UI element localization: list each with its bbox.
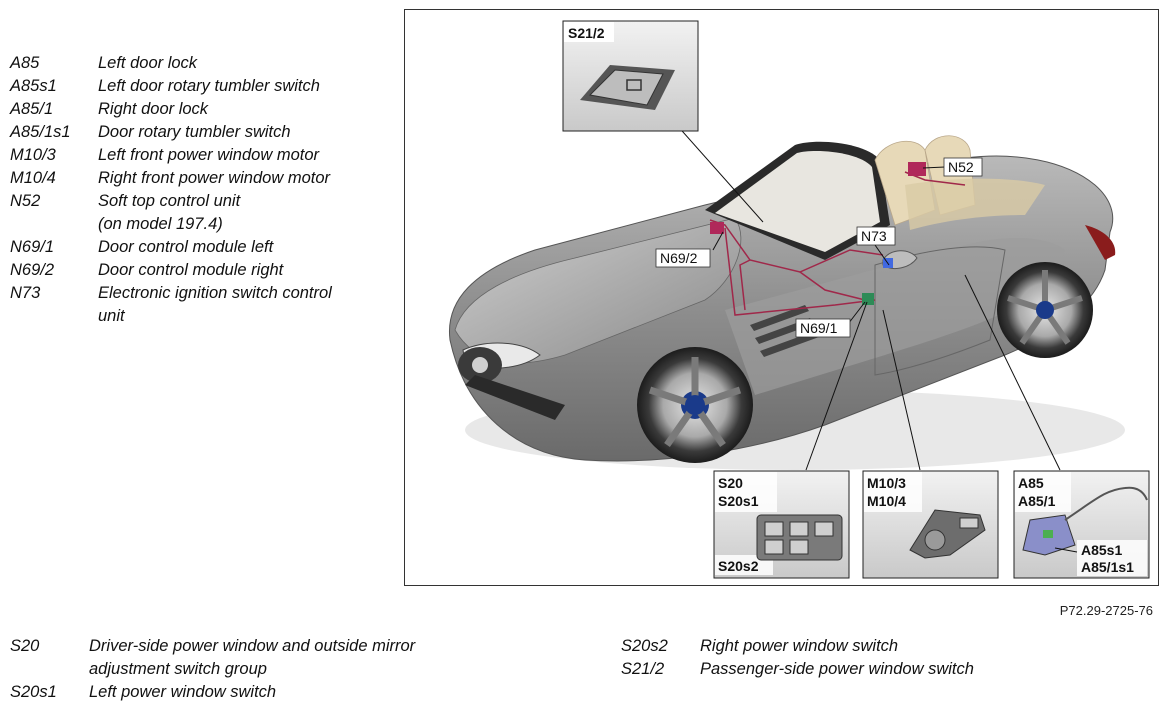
legend-code: A85/1 [10,99,54,118]
inset-label: S20s1 [718,493,759,509]
n52-module [908,162,926,176]
door-lock-icon [1022,486,1148,556]
legend-row: A85s1 Left door rotary tumbler switch [10,74,390,97]
legend-code: N69/1 [10,237,55,256]
inset-m10: M10/3 M10/4 [862,470,999,579]
legend-desc: Right door lock [98,99,209,118]
legend-desc: Door rotary tumbler switch [98,122,291,141]
legend-desc: Passenger-side power window switch [700,660,974,678]
legend-code: N69/2 [10,260,55,279]
legend-code: N73 [10,283,41,302]
window-switch-icon [580,65,675,110]
legend-code: S21/2 [621,660,665,678]
legend-desc: Right front power window motor [98,168,331,187]
callout-n73: N73 [856,226,896,246]
legend-row: A85 Left door lock [10,51,390,74]
legend-bottom-left: S20 Driver-side power window and outside … [10,635,570,704]
callout-n69-1: N69/1 [795,318,851,338]
inset-label: M10/3 [867,475,906,491]
legend-desc: Door control module left [98,237,274,256]
legend-row: S20s1 Left power window switch [10,681,570,704]
legend-code: A85s1 [10,76,57,95]
legend-row: N52 Soft top control unit (on model 197.4) [10,189,390,235]
callout-n52: N52 [943,157,983,177]
inset-label: S21/2 [568,25,605,41]
legend-code: A85/1s1 [10,122,71,141]
inset-label: A85s1 [1081,542,1122,558]
inset-s21-2: S21/2 [562,20,699,132]
callout-label: N73 [861,228,887,244]
legend-top: A85 Left door lock A85s1 Left door rotary … [10,51,390,327]
inset-label: M10/4 [867,493,906,509]
legend-desc-continued: (on model 197.4) [98,214,223,233]
inset-label: S20 [718,475,743,491]
legend-row: M10/4 Right front power window motor [10,166,390,189]
legend-row: S20s2 Right power window switch [621,635,1141,658]
inset-label: A85/1s1 [1081,559,1134,575]
n69-2-module [710,222,724,234]
legend-code: S20 [10,637,40,655]
legend-row: N69/1 Door control module left [10,235,390,258]
legend-code: S20s1 [10,683,57,701]
component-location-diagram: N52 N73 N69/2 N69/1 S21/2 [404,9,1159,586]
callout-label: N69/2 [660,250,698,266]
legend-bottom-right: S20s2 Right power window switch S21/2 Pass… [621,635,1141,681]
inset-a85: A85 A85/1 A85s1 A85/1s1 [1013,470,1150,579]
legend-code: A85 [10,53,40,72]
figure-reference-code: P72.29-2725-76 [1059,603,1153,618]
legend-desc: Right power window switch [700,637,899,655]
legend-desc-continued: adjustment switch group [89,660,267,678]
legend-row: A85/1 Right door lock [10,97,390,120]
legend-code: M10/4 [10,168,56,187]
callout-label: N52 [948,159,974,175]
legend-desc: Left door rotary tumbler switch [98,76,320,95]
legend-row: S21/2 Passenger-side power window switch [621,658,1141,681]
car-illustration [448,135,1125,470]
legend-row: A85/1s1 Door rotary tumbler switch [10,120,390,143]
legend-code: M10/3 [10,145,56,164]
legend-desc: Left power window switch [89,683,277,701]
legend-row: S20 Driver-side power window and outside … [10,635,570,681]
switch-group-icon [756,514,843,561]
legend-row: N73 Electronic ignition switch control uni… [10,281,390,327]
diagram-canvas: N52 N73 N69/2 N69/1 S21/2 [448,20,1150,579]
legend-row: N69/2 Door control module right [10,258,390,281]
inset-label: S20s2 [718,558,759,574]
callout-label: N69/1 [800,320,838,336]
window-motor-icon [909,509,986,559]
legend-desc: Door control module right [98,260,284,279]
legend-code: S20s2 [621,637,668,655]
legend-desc: Left front power window motor [98,145,320,164]
legend-desc-continued: unit [98,306,125,325]
inset-label: A85 [1018,475,1044,491]
callout-n69-2: N69/2 [655,248,711,268]
legend-desc: Driver-side power window and outside mir… [89,637,416,655]
legend-desc: Soft top control unit [98,191,241,210]
inset-label: A85/1 [1018,493,1056,509]
legend-desc: Electronic ignition switch control [98,283,332,302]
inset-s20: S20 S20s1 S20s2 [713,470,850,579]
legend-code: N52 [10,191,41,210]
legend-row: M10/3 Left front power window motor [10,143,390,166]
legend-desc: Left door lock [98,53,198,72]
